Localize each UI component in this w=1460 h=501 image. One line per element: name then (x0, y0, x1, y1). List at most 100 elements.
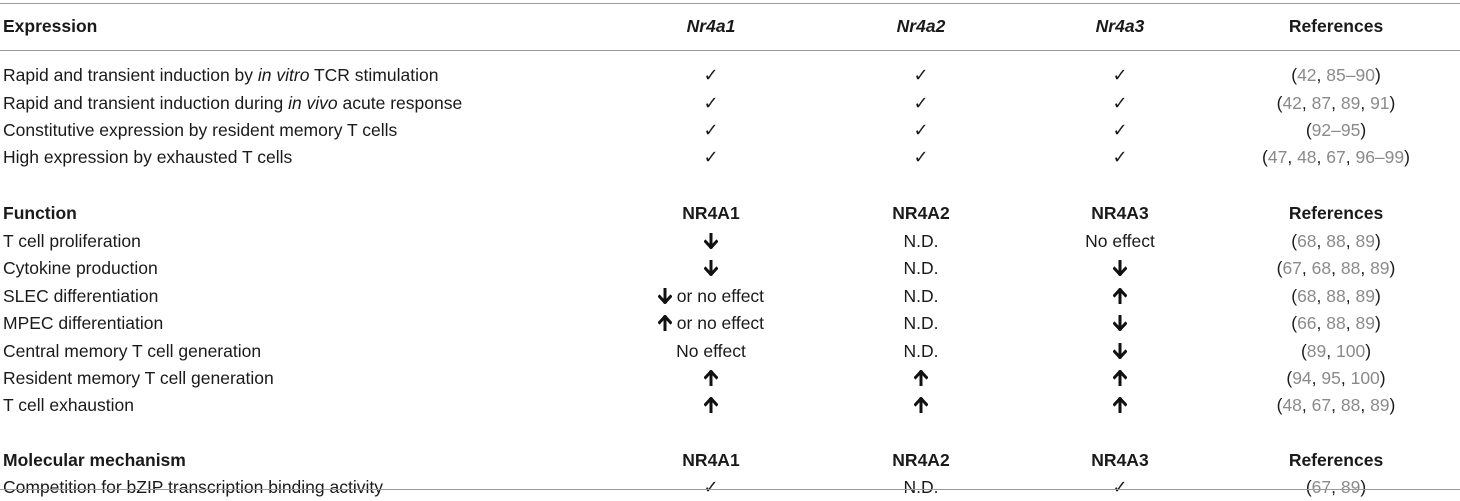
check-icon: ✓ (703, 147, 719, 168)
table-row: Constitutive expression by resident memo… (0, 117, 1460, 144)
row-label-text: in vivo (288, 93, 338, 113)
reference-link[interactable]: 67 (1311, 395, 1332, 415)
check-icon: ✓ (1112, 65, 1128, 86)
reference-link[interactable]: 48 (1297, 147, 1317, 167)
row-label-text: Rapid and transient induction by (3, 65, 258, 85)
value-cell: ✓ (1031, 474, 1209, 501)
reference-link[interactable]: 66 (1297, 313, 1317, 333)
reference-link[interactable]: 89 (1340, 477, 1361, 497)
reference-link[interactable]: 67 (1282, 258, 1302, 278)
reference-link[interactable]: 94 (1292, 368, 1312, 388)
section-title: Function (3, 203, 77, 223)
reference-cell: (94, 95, 100) (1286, 368, 1386, 388)
reference-cell: (92–95) (1305, 120, 1367, 140)
reference-link[interactable]: 89 (1340, 93, 1361, 113)
row-label-text: Rapid and transient induction during (3, 93, 289, 113)
reference-link[interactable]: 42 (1282, 93, 1302, 113)
value-cell: N.D. (832, 228, 1010, 255)
value-cell: ✓ (832, 144, 1010, 171)
reference-link[interactable]: 89 (1370, 395, 1390, 415)
header-rule (0, 50, 1460, 51)
row-label-text: TCR stimulation (309, 65, 439, 85)
reference-cell: (67, 89) (1305, 477, 1367, 497)
row-label: T cell exhaustion (3, 392, 134, 419)
cell-text: N.D. (903, 313, 939, 333)
reference-link[interactable]: 87 (1311, 93, 1332, 113)
value-cell: ✓ (622, 62, 800, 89)
value-cell: No effect (622, 338, 800, 365)
reference-link[interactable]: 95 (1321, 368, 1341, 388)
row-label: Constitutive expression by resident memo… (3, 117, 397, 144)
reference-link[interactable]: 68 (1311, 258, 1332, 278)
reference-link[interactable]: 100 (1350, 368, 1380, 388)
table-row: High expression by exhausted T cells✓✓✓(… (0, 144, 1460, 171)
row-label: Rapid and transient induction by in vitr… (3, 62, 438, 89)
value-cell (1031, 283, 1209, 310)
table-bottom-rule (0, 489, 1460, 490)
reference-link[interactable]: 68 (1297, 231, 1317, 251)
value-cell (1031, 255, 1209, 282)
check-icon: ✓ (913, 93, 929, 114)
value-cell: N.D. (832, 310, 1010, 337)
reference-link[interactable]: 88 (1340, 395, 1361, 415)
row-label: Cytokine production (3, 255, 158, 282)
reference-link[interactable]: 68 (1297, 286, 1317, 306)
row-label-text: SLEC differentiation (3, 286, 159, 306)
reference-cell: (47, 48, 67, 96–99) (1262, 147, 1410, 167)
reference-link[interactable]: 91 (1370, 93, 1390, 113)
reference-link[interactable]: 67 (1311, 477, 1332, 497)
reference-link[interactable]: 88 (1326, 286, 1346, 306)
check-icon: ✓ (1112, 147, 1128, 168)
references-header: References (1288, 203, 1384, 223)
value-cell (832, 365, 1010, 392)
reference-cell: (67, 68, 88, 89) (1276, 258, 1396, 278)
reference-link[interactable]: 88 (1326, 231, 1346, 251)
check-icon: ✓ (1112, 120, 1128, 141)
value-cell: ✓ (622, 144, 800, 171)
arrow-down-icon (1113, 315, 1127, 331)
reference-link[interactable]: 67 (1326, 147, 1346, 167)
section-header-row: Function NR4A1 NR4A2 NR4A3 References (0, 200, 1460, 227)
value-cell: ✓ (622, 90, 800, 117)
references-header: References (1288, 16, 1384, 36)
value-cell: ✓ (1031, 144, 1209, 171)
column-header: Nr4a1 (686, 16, 736, 36)
reference-link[interactable]: 89 (1370, 258, 1390, 278)
reference-link[interactable]: 100 (1336, 341, 1366, 361)
cell-text: N.D. (903, 286, 939, 306)
reference-link[interactable]: 88 (1340, 258, 1361, 278)
column-header: NR4A2 (892, 203, 950, 223)
reference-link[interactable]: 89 (1355, 313, 1375, 333)
value-cell: ✓ (1031, 117, 1209, 144)
reference-link[interactable]: 42 (1297, 65, 1317, 85)
reference-link[interactable]: 85–90 (1326, 65, 1375, 85)
reference-link[interactable]: 89 (1355, 231, 1375, 251)
value-cell (622, 228, 800, 255)
row-label: Rapid and transient induction during in … (3, 90, 462, 117)
reference-link[interactable]: 47 (1267, 147, 1288, 167)
cell-text: No effect (1085, 231, 1155, 251)
row-label: SLEC differentiation (3, 283, 158, 310)
row-label-text: Cytokine production (3, 258, 158, 278)
arrow-up-icon (914, 397, 928, 413)
value-cell: N.D. (832, 255, 1010, 282)
reference-link[interactable]: 92–95 (1311, 120, 1361, 140)
reference-cell: (48, 67, 88, 89) (1276, 395, 1396, 415)
reference-link[interactable]: 89 (1306, 341, 1327, 361)
reference-link[interactable]: 96–99 (1355, 147, 1405, 167)
column-header: NR4A3 (1091, 203, 1149, 223)
arrow-up-icon (1113, 288, 1127, 304)
value-cell (1031, 365, 1209, 392)
check-icon: ✓ (913, 65, 929, 86)
column-header: Nr4a3 (1095, 16, 1145, 36)
reference-link[interactable]: 88 (1326, 313, 1346, 333)
reference-link[interactable]: 48 (1282, 395, 1302, 415)
cell-text: N.D. (903, 258, 939, 278)
row-label-text: Constitutive expression by resident memo… (3, 120, 398, 140)
column-header: NR4A1 (682, 203, 740, 223)
reference-link[interactable]: 89 (1355, 286, 1375, 306)
arrow-down-icon (704, 233, 718, 249)
